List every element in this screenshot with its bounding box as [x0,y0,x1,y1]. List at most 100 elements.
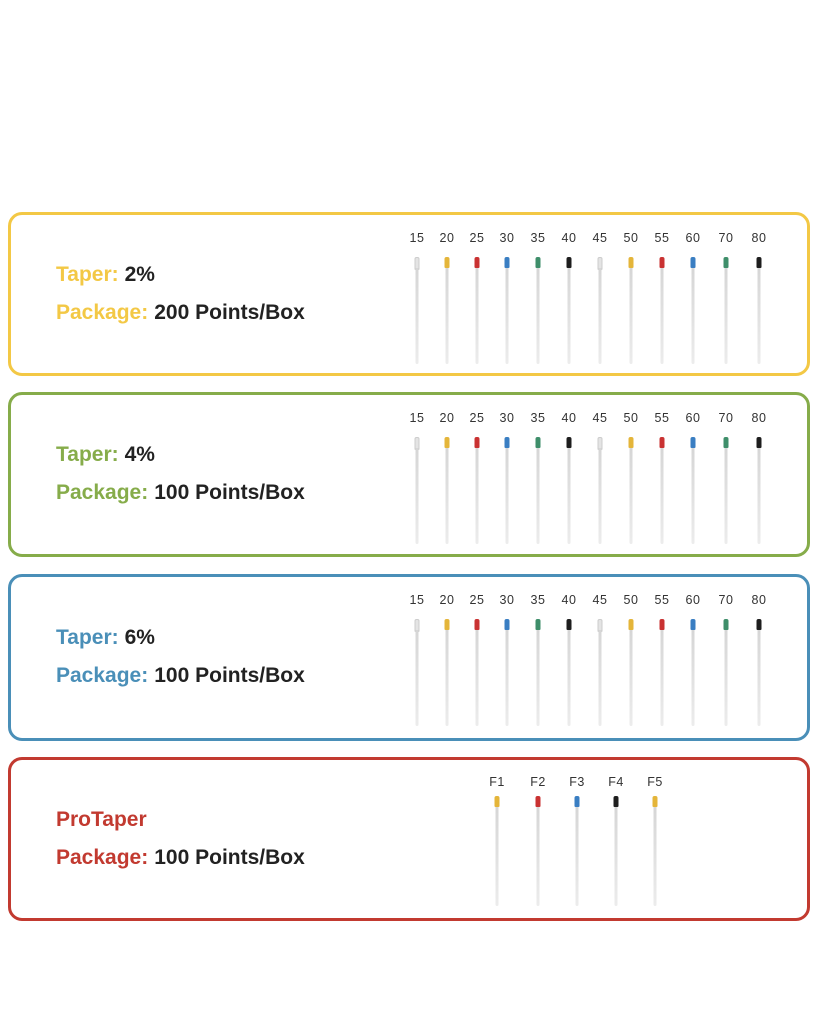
size-label: 30 [499,593,515,607]
package-value: 100 Points/Box [154,664,305,687]
point-shaft [614,807,618,906]
color-cap [535,619,541,630]
size-label: 30 [499,231,515,245]
point-shaft [598,448,602,544]
size-label: F5 [647,775,663,789]
point-shaft [660,448,664,544]
color-cap [494,796,500,807]
color-cap [535,796,541,807]
color-cap [659,257,665,268]
protaper-title: ProTaper [56,808,147,831]
point-shaft [757,268,761,364]
point-shaft [724,630,728,726]
size-label: 70 [718,411,734,425]
taper-label: Taper: [56,443,119,466]
taper-value: 2% [124,263,155,286]
color-cap [574,796,580,807]
point-shaft [445,268,449,364]
color-cap [690,437,696,448]
size-label: 35 [530,231,546,245]
size-label: 45 [592,231,608,245]
size-label: F2 [530,775,546,789]
color-cap [474,257,480,268]
point-shaft [475,268,479,364]
point-shaft [598,630,602,726]
size-label: 15 [409,411,425,425]
point-shaft [575,807,579,906]
package-label: Package: [56,301,149,324]
package-line: Package:100 Points/Box [56,664,305,688]
size-label: 35 [530,593,546,607]
point-shaft [505,630,509,726]
point-shaft [567,268,571,364]
taper-line: Taper:2% [56,263,155,287]
size-label: 45 [592,593,608,607]
color-cap [504,619,510,630]
point-shaft [415,448,419,544]
size-label: 20 [439,231,455,245]
package-label: Package: [56,846,149,869]
color-cap [628,619,634,630]
color-cap [535,257,541,268]
size-label: 40 [561,411,577,425]
point-shaft [660,630,664,726]
size-label: F4 [608,775,624,789]
color-cap [628,257,634,268]
size-label: 15 [409,593,425,607]
size-label: 55 [654,231,670,245]
color-cap [474,619,480,630]
taper-line: Taper:6% [56,626,155,650]
color-cap [444,437,450,448]
color-cap [723,619,729,630]
package-line: Package:200 Points/Box [56,301,305,325]
taper-value: 6% [124,626,155,649]
color-cap [566,619,572,630]
point-shaft [475,630,479,726]
size-label: 80 [751,593,767,607]
size-label: 15 [409,231,425,245]
size-label: 20 [439,411,455,425]
panel-taper-6: Taper:6% Package:100 Points/Box 15 20 25 30… [8,574,810,741]
package-line: Package:100 Points/Box [56,481,305,505]
point-shaft [691,448,695,544]
color-cap [566,437,572,448]
color-cap [756,437,762,448]
size-label: 35 [530,411,546,425]
point-shaft [757,448,761,544]
point-shaft [691,268,695,364]
size-label: 40 [561,593,577,607]
point-shaft [415,630,419,726]
point-shaft [598,268,602,364]
taper-value: 4% [124,443,155,466]
color-cap [659,619,665,630]
size-label: 80 [751,231,767,245]
taper-line: Taper:4% [56,443,155,467]
color-cap [659,437,665,448]
package-label: Package: [56,481,149,504]
size-label: 25 [469,231,485,245]
size-label: 55 [654,593,670,607]
size-label: 25 [469,593,485,607]
size-label: 80 [751,411,767,425]
size-label: 50 [623,231,639,245]
point-shaft [475,448,479,544]
size-label: 20 [439,593,455,607]
point-shaft [629,448,633,544]
point-shaft [536,448,540,544]
size-label: 70 [718,231,734,245]
point-shaft [757,630,761,726]
size-label: 60 [685,231,701,245]
color-cap [628,437,634,448]
package-value: 100 Points/Box [154,846,305,869]
point-shaft [567,448,571,544]
size-label: F3 [569,775,585,789]
size-label: 25 [469,411,485,425]
size-label: 70 [718,593,734,607]
point-shaft [629,630,633,726]
point-shaft [445,448,449,544]
